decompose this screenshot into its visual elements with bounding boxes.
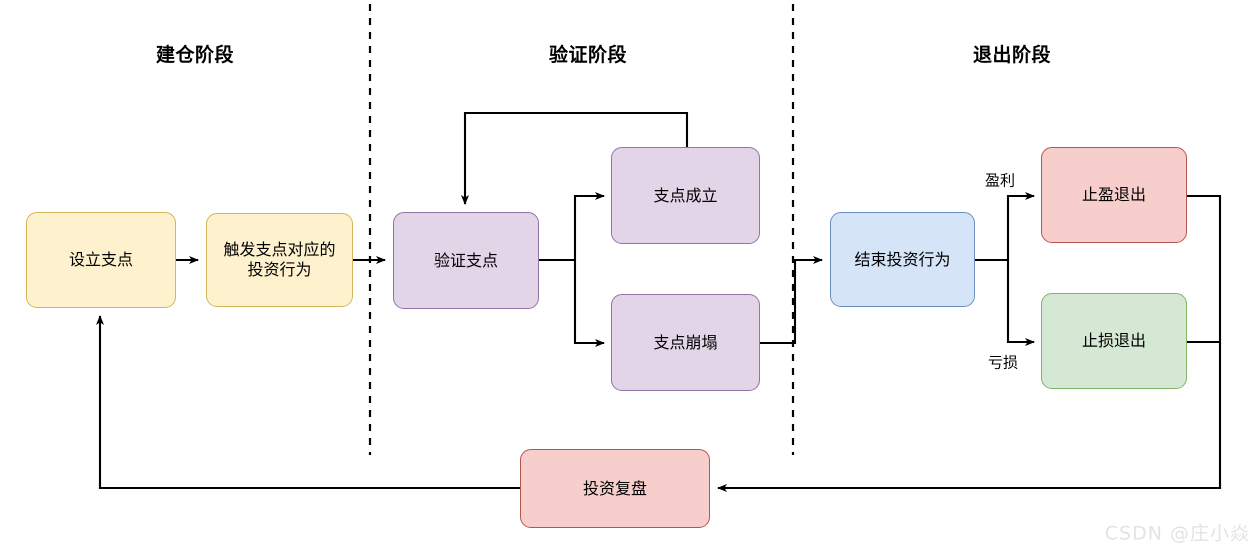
- edge-label-loss: 亏损: [987, 353, 1019, 372]
- node-set-pivot[interactable]: 设立支点: [26, 212, 176, 308]
- node-trigger-action[interactable]: 触发支点对应的 投资行为: [206, 213, 353, 307]
- edge-collapse-to-end: [760, 256, 823, 345]
- phase-title-exit: 退出阶段: [972, 44, 1052, 66]
- node-end-investment[interactable]: 结束投资行为: [830, 212, 975, 307]
- csdn-watermark: CSDN @庄小焱: [1104, 522, 1250, 545]
- edge-review-to-set-pivot: [96, 315, 520, 490]
- edge-verify-to-collapse: [573, 260, 605, 347]
- phase-title-verification: 验证阶段: [548, 44, 628, 66]
- edge-label-profit: 盈利: [984, 171, 1016, 190]
- node-take-profit[interactable]: 止盈退出: [1041, 147, 1187, 243]
- node-pivot-holds[interactable]: 支点成立: [611, 147, 760, 244]
- node-pivot-collapse[interactable]: 支点崩塌: [611, 294, 760, 391]
- phase-title-entry: 建仓阶段: [155, 44, 235, 66]
- edge-end-to-take-profit: [1006, 192, 1035, 260]
- node-stop-loss[interactable]: 止损退出: [1041, 293, 1187, 389]
- node-verify-pivot[interactable]: 验证支点: [393, 212, 539, 309]
- node-review[interactable]: 投资复盘: [520, 449, 710, 528]
- edge-verify-to-holds: [573, 192, 605, 260]
- edge-end-to-stop-loss: [1006, 260, 1035, 346]
